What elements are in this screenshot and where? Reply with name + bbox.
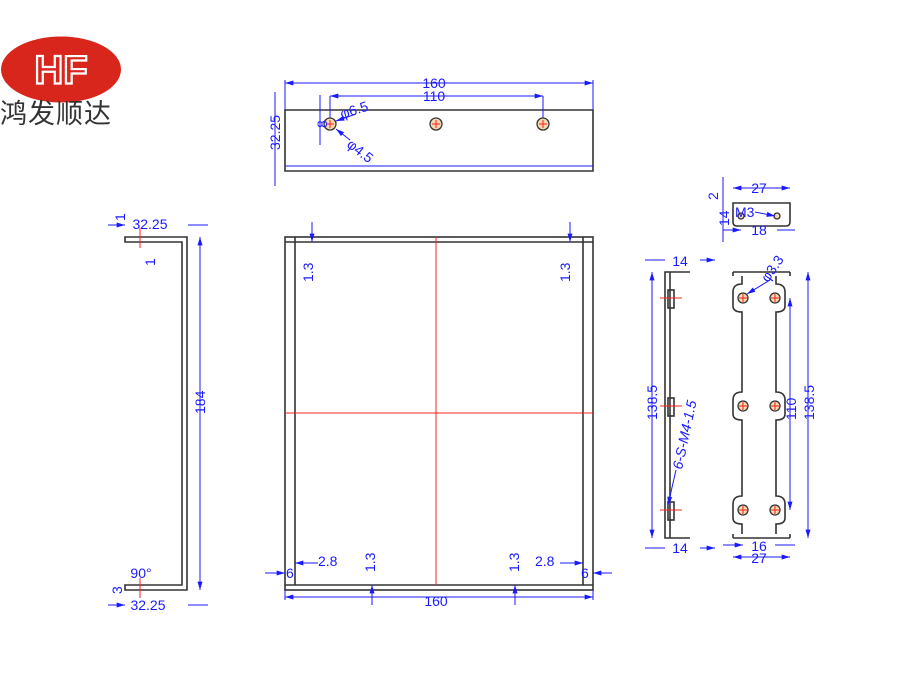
dim-angle: 90°: [130, 565, 151, 581]
dim-110-bracket: 110: [783, 397, 799, 420]
dim-14-top: 14: [672, 253, 688, 269]
company-logo: HF: [1, 36, 121, 103]
dim-16: 16: [751, 538, 767, 554]
dim-8: 8: [314, 120, 330, 128]
dim-27: 27: [751, 550, 767, 566]
side-view: 32.25 1 1 184 90° 3 32.25: [108, 213, 208, 613]
dim-2: 2: [705, 192, 721, 200]
bracket-front-view: φ3.3 110 138.5 16 27: [723, 252, 817, 566]
bracket-holes: [737, 292, 781, 516]
dim-phi-6-5: φ6.5: [338, 98, 370, 122]
thread-m3: M3: [735, 204, 755, 220]
dim-18: 18: [751, 222, 767, 238]
dim-right-offset: 2.8: [535, 553, 555, 569]
bracket-side-view: 14 138.5 6-S-M4-1.5 14: [644, 253, 716, 556]
front-view: 1.3 1.3 2.8 6 1.3 1.3 2.8 6 160: [265, 222, 612, 609]
dim-bottom-flange: 32.25: [130, 597, 165, 613]
dim-27-top: 27: [751, 180, 767, 196]
bracket-top-view: 27 2 14 M3 18: [705, 177, 795, 242]
dim-right-edge: 6: [581, 565, 589, 581]
dim-32-25: 32.25: [267, 115, 283, 150]
dim-160: 160: [422, 75, 446, 91]
top-view: 160 110 32.25 8 φ6.5 φ4.5: [267, 75, 594, 186]
dim-1a: 1: [112, 213, 128, 221]
dim-left-edge: 6: [286, 565, 294, 581]
dim-184: 184: [192, 390, 208, 414]
dim-14-small: 14: [716, 210, 732, 226]
dim-bottom-right-gap: 1.3: [506, 552, 522, 572]
dim-3: 3: [109, 586, 125, 594]
dim-110: 110: [423, 88, 446, 104]
dim-138-5: 138.5: [644, 385, 660, 420]
dim-top-left-gap: 1.3: [300, 262, 316, 282]
dim-138-5-bracket: 138.5: [801, 385, 817, 420]
dim-160-bottom: 160: [424, 593, 448, 609]
dim-phi-4-5: φ4.5: [344, 136, 377, 166]
dim-left-offset: 2.8: [318, 553, 338, 569]
mounting-holes: [323, 117, 550, 131]
dim-top-flange: 32.25: [132, 216, 167, 232]
dim-top-right-gap: 1.3: [557, 262, 573, 282]
dim-phi-3-3: φ3.3: [757, 252, 787, 285]
company-name: 鸿发顺达: [0, 99, 112, 130]
dim-1b: 1: [142, 258, 158, 266]
dim-bottom-left-gap: 1.3: [362, 552, 378, 572]
logo-mark: HF: [34, 49, 87, 93]
dim-14-bottom: 14: [672, 540, 688, 556]
